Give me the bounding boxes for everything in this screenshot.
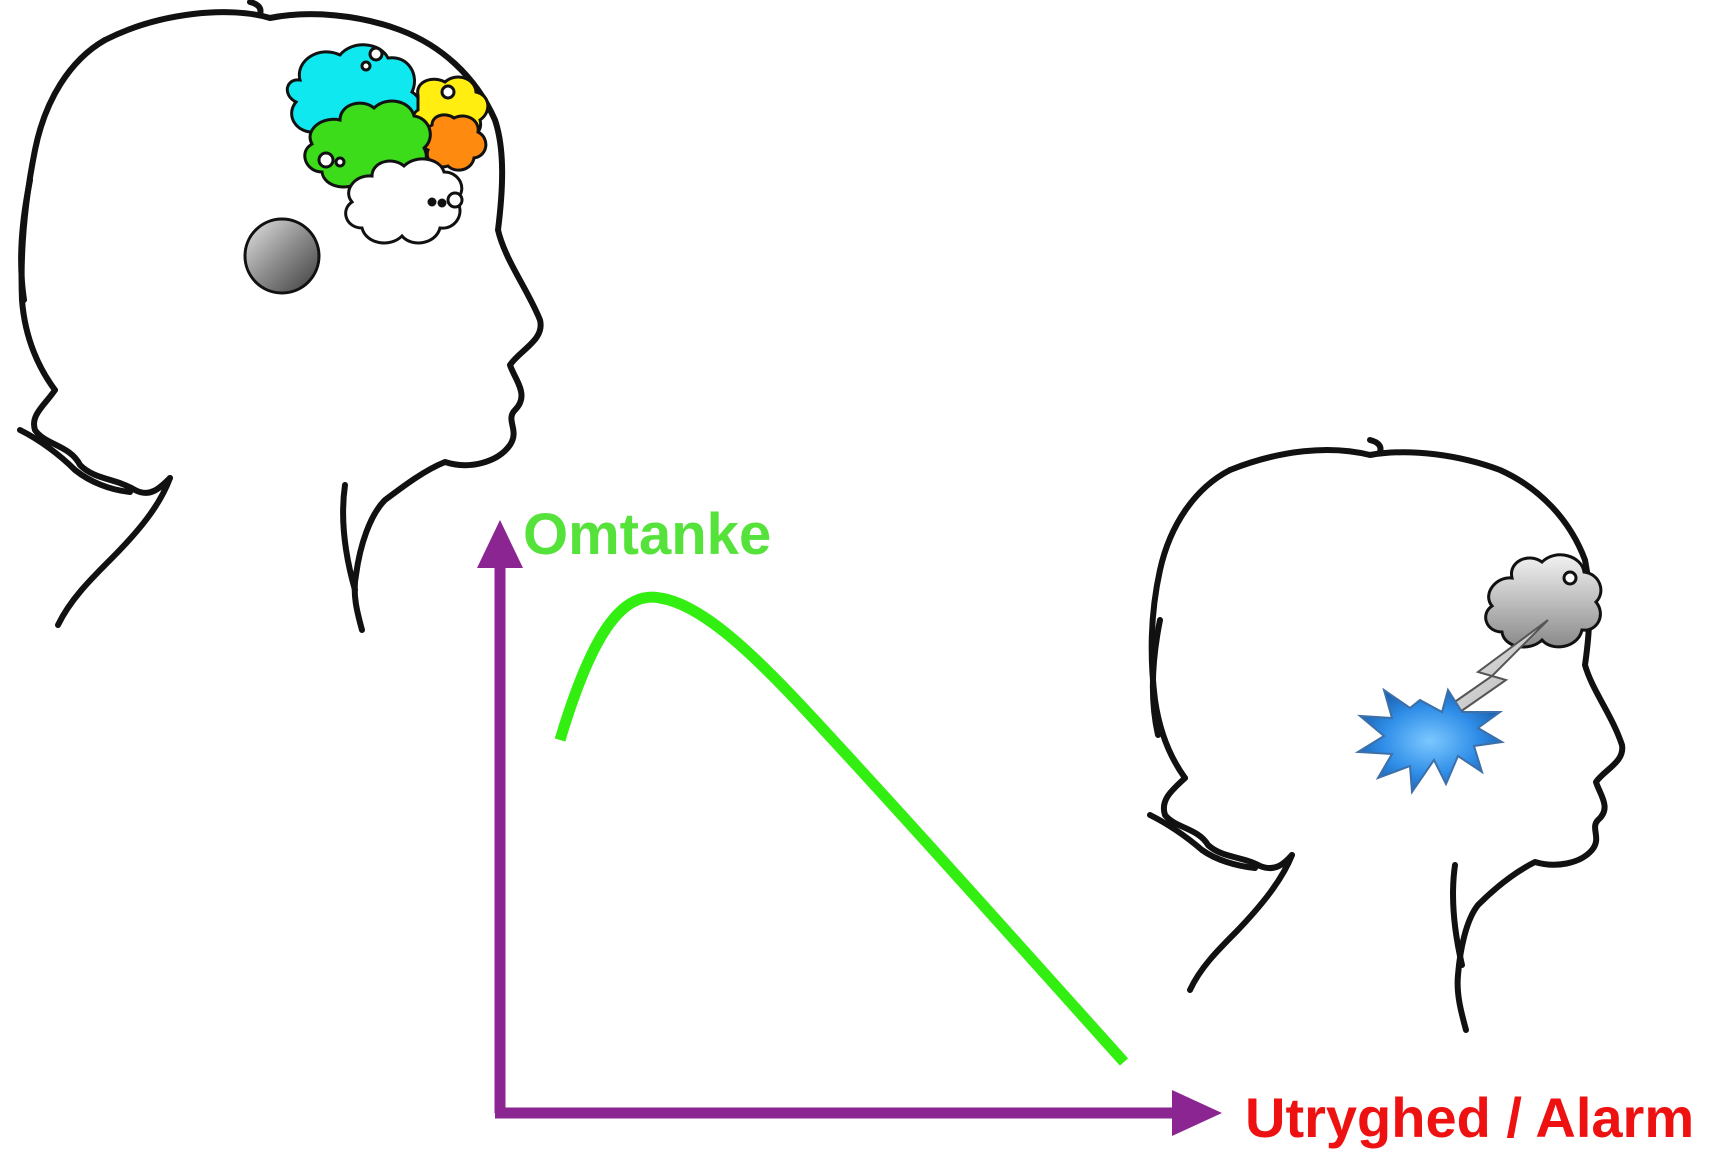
x-axis-label: Utryghed / Alarm (1245, 1090, 1694, 1146)
y-axis-label: Omtanke (523, 506, 771, 564)
alarm-burst-icon (1358, 690, 1502, 792)
thought-cloud-icon (287, 45, 488, 243)
y-axis-arrowhead (477, 520, 523, 568)
grey-thought-bubble-icon (1564, 572, 1576, 584)
grey-thought-cloud-icon (1486, 555, 1601, 647)
x-axis-arrowhead (1172, 1090, 1222, 1136)
grey-disc-icon (245, 219, 319, 293)
care-curve (560, 597, 1124, 1062)
